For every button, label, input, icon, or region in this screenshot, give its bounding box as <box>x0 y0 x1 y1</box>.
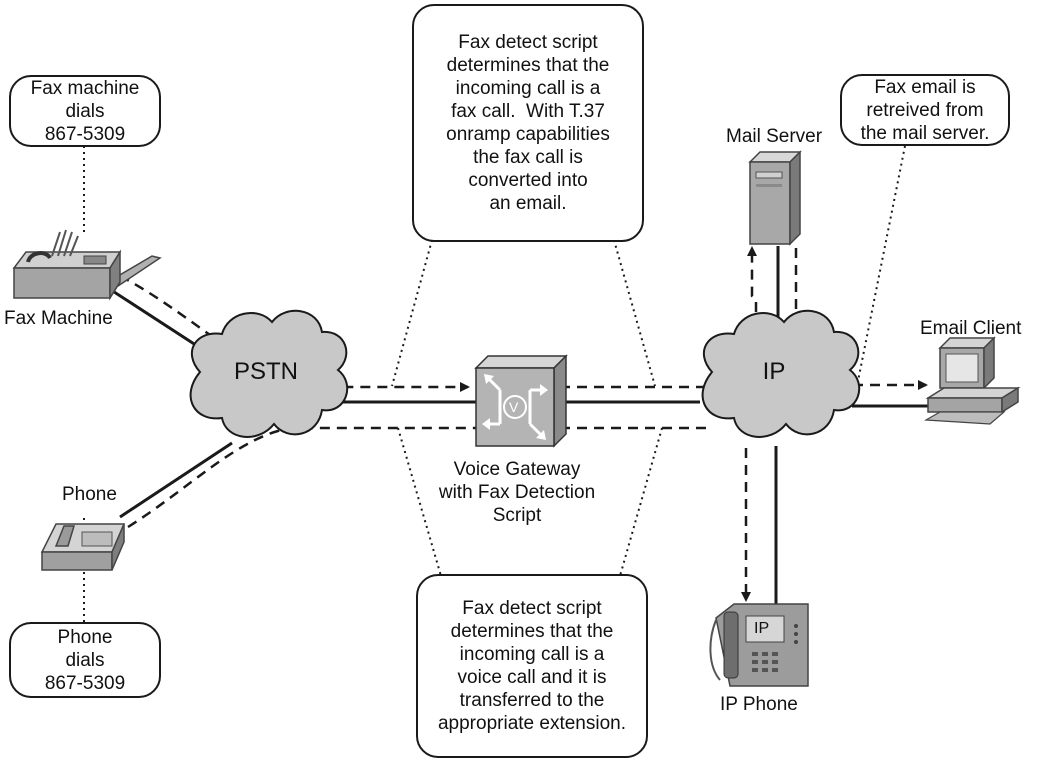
callout-line: voice call and it is <box>457 667 607 688</box>
gateway-badge: V <box>509 399 519 415</box>
callout-line: the fax call is <box>473 147 583 168</box>
ip-cloud <box>701 309 861 438</box>
voice-gateway-icon <box>474 354 568 448</box>
fax-machine-icon <box>12 229 162 301</box>
voice-gateway-label-line: with Fax Detection <box>438 482 596 503</box>
ip-cloud-label: IP <box>762 358 786 385</box>
callout-line: transferred to the <box>459 690 605 711</box>
callout-line: converted into <box>468 170 588 191</box>
callout-line: Phone <box>57 626 113 648</box>
ip-phone-screen-label: IP <box>754 620 770 637</box>
callout-line: determines that the <box>446 55 610 76</box>
callout-line: appropriate extension. <box>437 713 626 734</box>
pstn-cloud <box>189 309 349 438</box>
callout-line: incoming call is a <box>459 644 605 665</box>
callout-line: incoming call is a <box>455 78 601 99</box>
email-client-label: Email Client <box>920 318 1022 339</box>
callout-line: determines that the <box>450 621 614 642</box>
ip-phone-icon <box>709 603 809 687</box>
callout-line: dials <box>65 649 105 671</box>
pstn-cloud-label: PSTN <box>233 358 298 385</box>
callout-line: 867-5309 <box>44 123 126 145</box>
callout-line: the mail server. <box>860 122 990 144</box>
callout-phone-dials: Phone dials 867-5309 <box>9 622 161 698</box>
mail-server-icon <box>748 150 802 246</box>
callout-line: an email. <box>489 193 567 214</box>
callout-line: Fax detect script <box>458 32 598 53</box>
callout-line: 867-5309 <box>44 672 126 694</box>
email-client-icon <box>923 336 1021 425</box>
voice-gateway-label-line: Voice Gateway <box>453 459 581 480</box>
callout-line: dials <box>65 100 105 122</box>
callout-line: onramp capabilities <box>446 124 610 145</box>
ip-phone-label: IP Phone <box>720 694 798 715</box>
mail-server-label: Mail Server <box>726 126 823 147</box>
voice-gateway-label-line: Script <box>492 505 542 526</box>
phone-label: Phone <box>62 484 117 505</box>
callout-fax-detect: Fax detect script determines that the in… <box>412 4 644 242</box>
callout-line: fax call. With T.37 <box>451 101 605 122</box>
phone-icon <box>40 523 126 571</box>
callout-leader-lines <box>83 145 906 622</box>
fax-machine-label: Fax Machine <box>4 308 113 329</box>
callout-voice-detect: Fax detect script determines that the in… <box>416 574 648 758</box>
callout-email-retrieved: Fax email is retreived from the mail ser… <box>840 74 1010 146</box>
callout-fax-dials: Fax machine dials 867-5309 <box>9 75 161 147</box>
callout-line: Fax detect script <box>462 598 602 619</box>
callout-line: retreived from <box>866 99 984 121</box>
callout-line: Fax machine <box>30 77 140 99</box>
voice-gateway-label: Voice Gateway with Fax Detection Script <box>432 458 602 527</box>
callout-line: Fax email is <box>874 76 976 98</box>
